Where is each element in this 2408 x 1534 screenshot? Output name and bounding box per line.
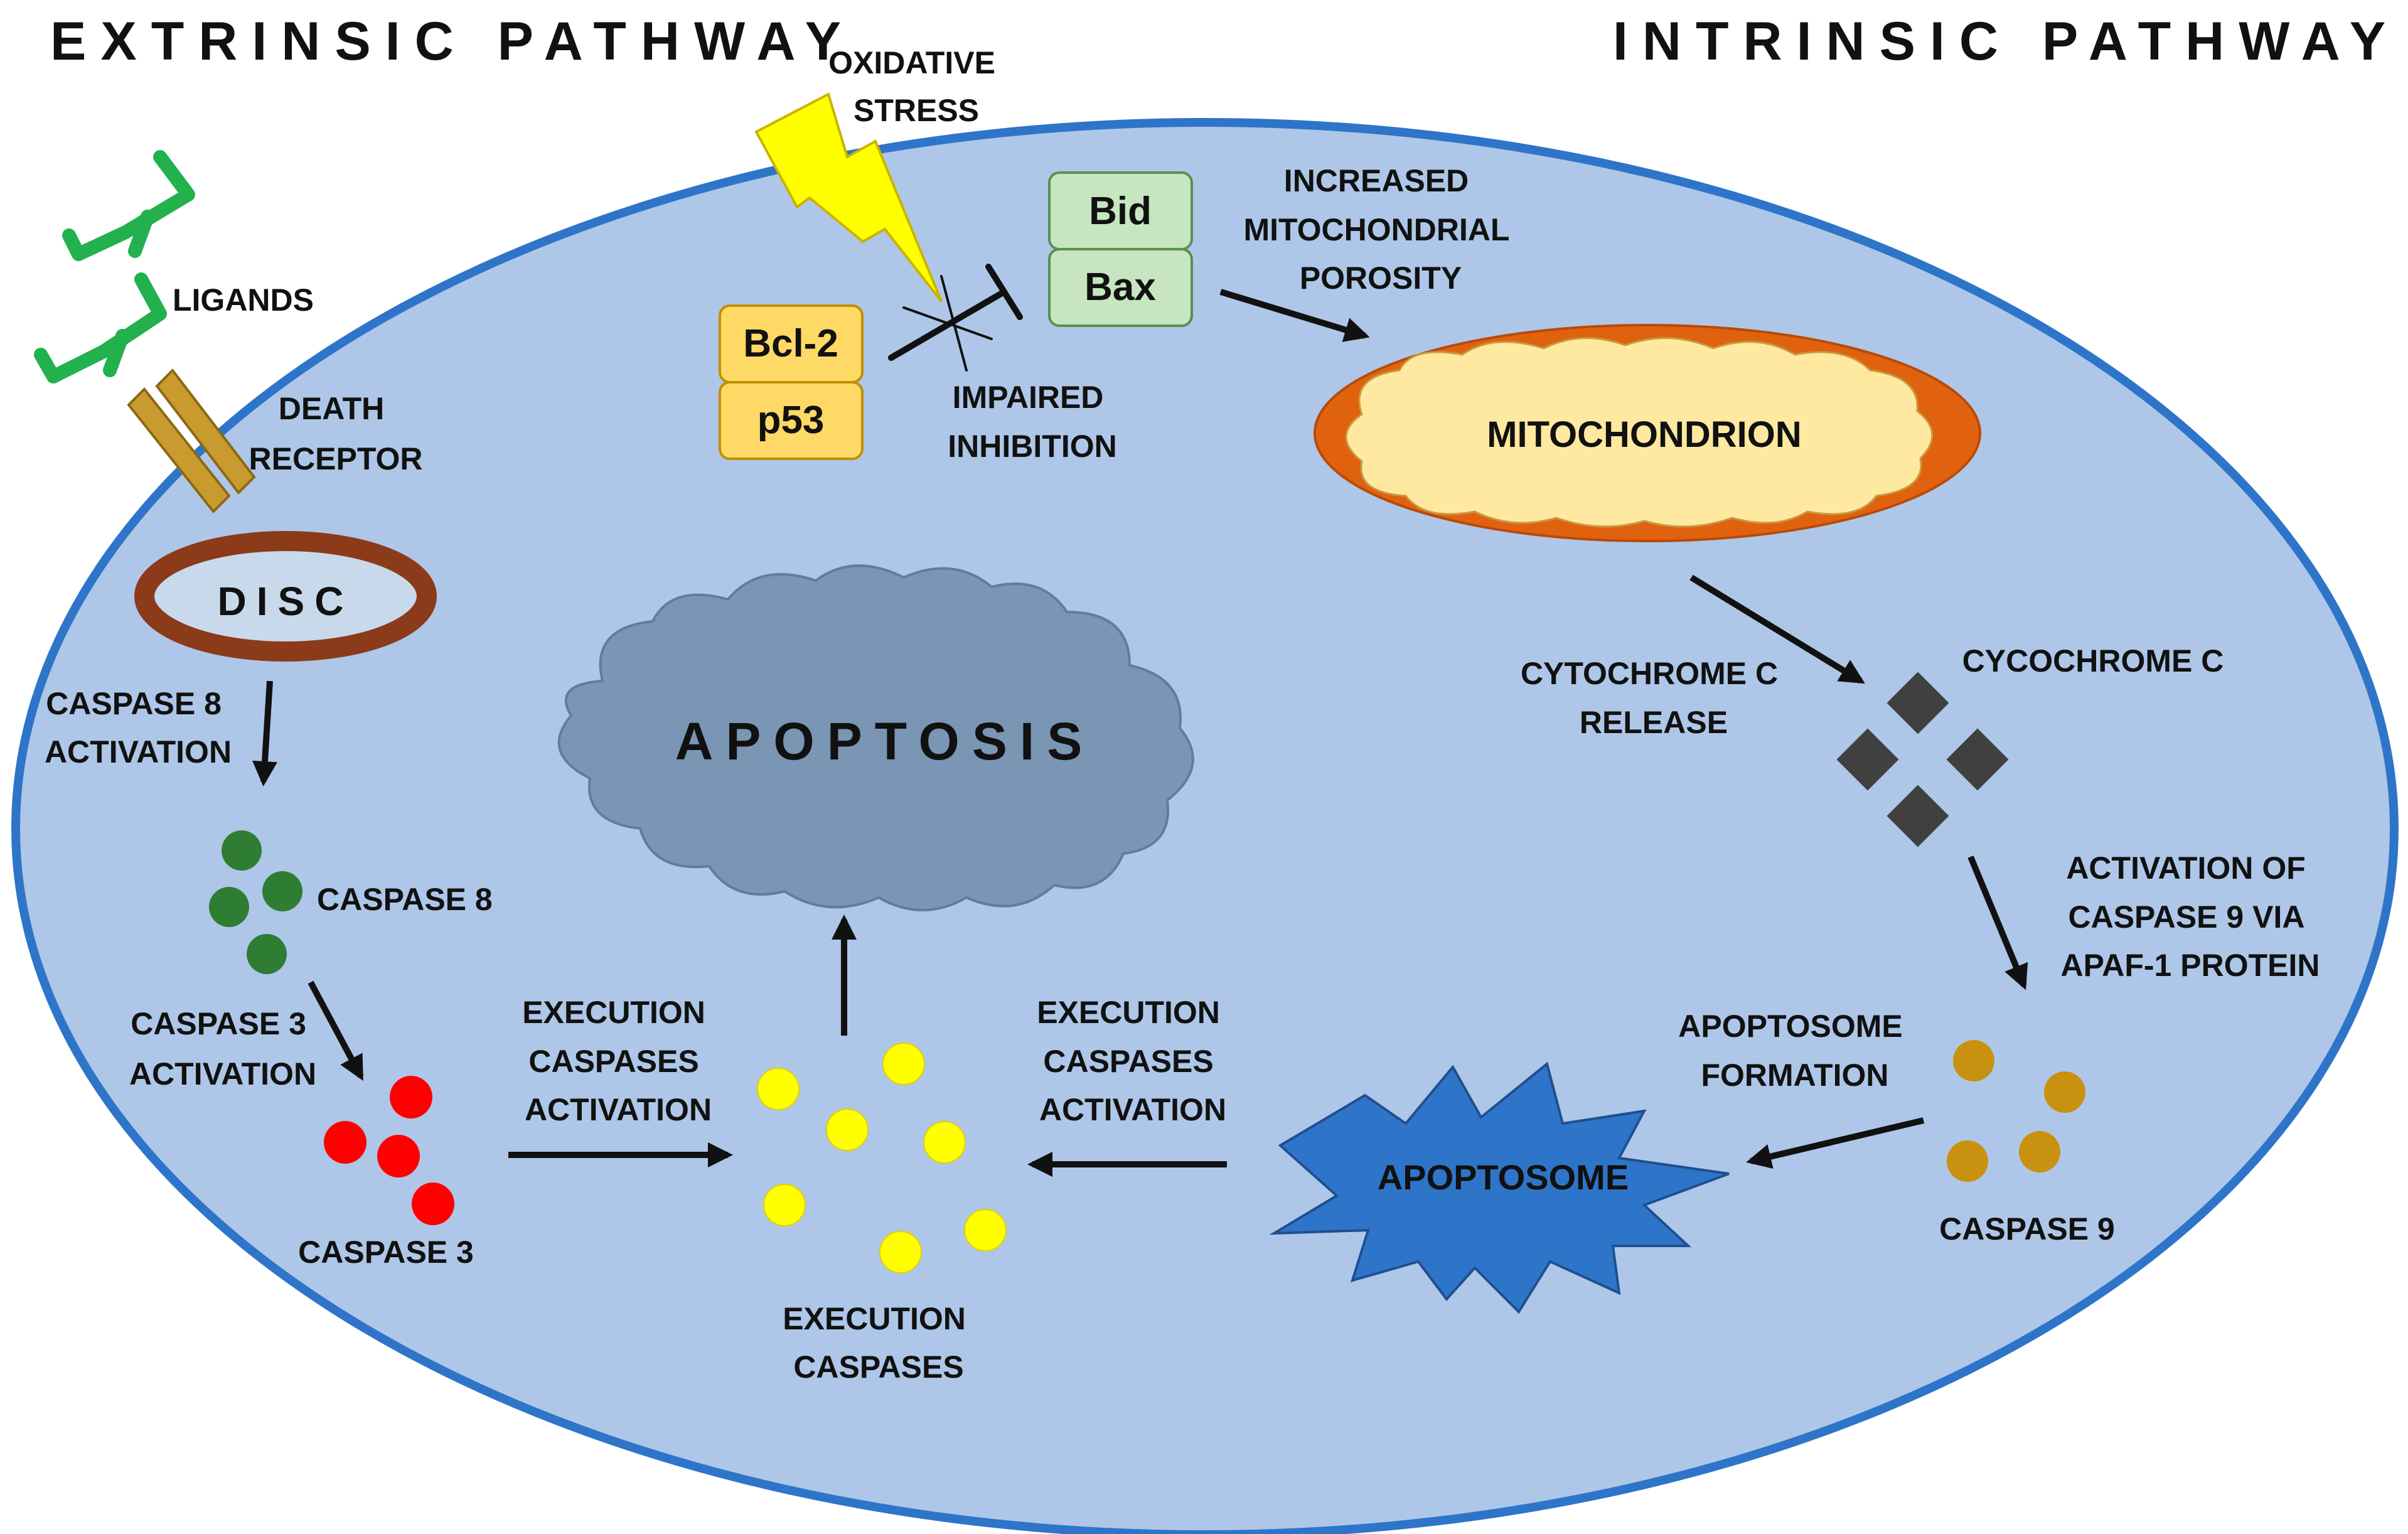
- oxidative-stress-bolt-icon: [754, 92, 943, 303]
- death-receptor-label: DEATH RECEPTOR: [249, 391, 423, 476]
- execution-activation-left-label: EXECUTION CASPASES ACTIVATION: [522, 995, 714, 1127]
- mitochondrion-inner: [1345, 337, 1934, 528]
- arrow-disc-to-caspase8: [252, 680, 277, 786]
- apoptosis-label: APOPTOSIS: [675, 712, 1095, 771]
- extrinsic-pathway-title: EXTRINSIC PATHWAY: [50, 11, 855, 72]
- caspase8-label: CASPASE 8: [317, 882, 493, 917]
- intrinsic-pathway-title: INTRINSIC PATHWAY: [1613, 11, 2400, 72]
- cytochrome-release-label: CYTOCHROME C RELEASE: [1521, 656, 1787, 740]
- bid-label: Bid: [1089, 190, 1152, 233]
- bcl2-label: Bcl-2: [743, 322, 838, 365]
- impaired-inhibition-symbol: [888, 264, 1023, 372]
- caspase9-label: CASPASE 9: [1939, 1211, 2115, 1247]
- arrow-cytochrome-to-caspase9: [1967, 856, 2028, 990]
- cytochrome-c-diamonds: [1836, 672, 2009, 847]
- arrow-mitochondrion-to-cytochrome: [1689, 574, 1865, 684]
- caspase3-activation-label: CASPASE 3 ACTIVATION: [129, 1006, 316, 1092]
- bax-label: Bax: [1084, 266, 1156, 309]
- caspase3-label: CASPASE 3: [298, 1235, 474, 1270]
- execution-activation-right-label: EXECUTION CASPASES ACTIVATION: [1037, 995, 1229, 1127]
- bax-box: [1048, 248, 1193, 327]
- ligand-icon: [34, 150, 195, 384]
- impaired-inhibition-label: IMPAIRED INHIBITION: [948, 380, 1116, 464]
- cell-membrane: [11, 118, 2399, 1534]
- apoptosis-cloud: [557, 564, 1194, 911]
- apoptosome-formation-label: APOPTOSOME FORMATION: [1678, 1009, 1911, 1093]
- mitochondrion-label: MITOCHONDRION: [1487, 414, 1802, 455]
- death-receptor-icon: [127, 368, 256, 513]
- caspase3-dots: [324, 1076, 454, 1225]
- caspase8-dots: [209, 830, 302, 974]
- caspase9-dots: [1947, 1040, 2085, 1182]
- ligands-label: LIGANDS: [173, 282, 314, 318]
- cycochrome-c-label: CYCOCHROME C: [1962, 643, 2224, 678]
- p53-label: p53: [757, 399, 825, 442]
- execution-caspase-dots: [757, 1043, 1007, 1274]
- arrow-caspase9-to-apoptosome: [1746, 1117, 1925, 1169]
- disc-ring: [134, 531, 437, 662]
- apoptosome-star: [1269, 1061, 1730, 1314]
- increased-porosity-label: INCREASED MITOCHONDRIAL POROSITY: [1243, 163, 1517, 296]
- execution-caspases-label: EXECUTION CASPASES: [783, 1301, 975, 1385]
- p53-box: [719, 381, 864, 460]
- arrow-bax-to-mitochondrion: [1219, 289, 1370, 342]
- disc-label: DISC: [218, 579, 354, 624]
- apoptosome-label: APOPTOSOME: [1378, 1157, 1629, 1197]
- arrow-caspase8-to-caspase3: [308, 980, 364, 1081]
- activation-caspase9-label: ACTIVATION OF CASPASE 9 VIA APAF-1 PROTE…: [2061, 850, 2320, 983]
- caspase8-activation-label: CASPASE 8 ACTIVATION: [45, 686, 232, 770]
- oxidative-stress-label: OXIDATIVE STRESS: [828, 45, 1004, 128]
